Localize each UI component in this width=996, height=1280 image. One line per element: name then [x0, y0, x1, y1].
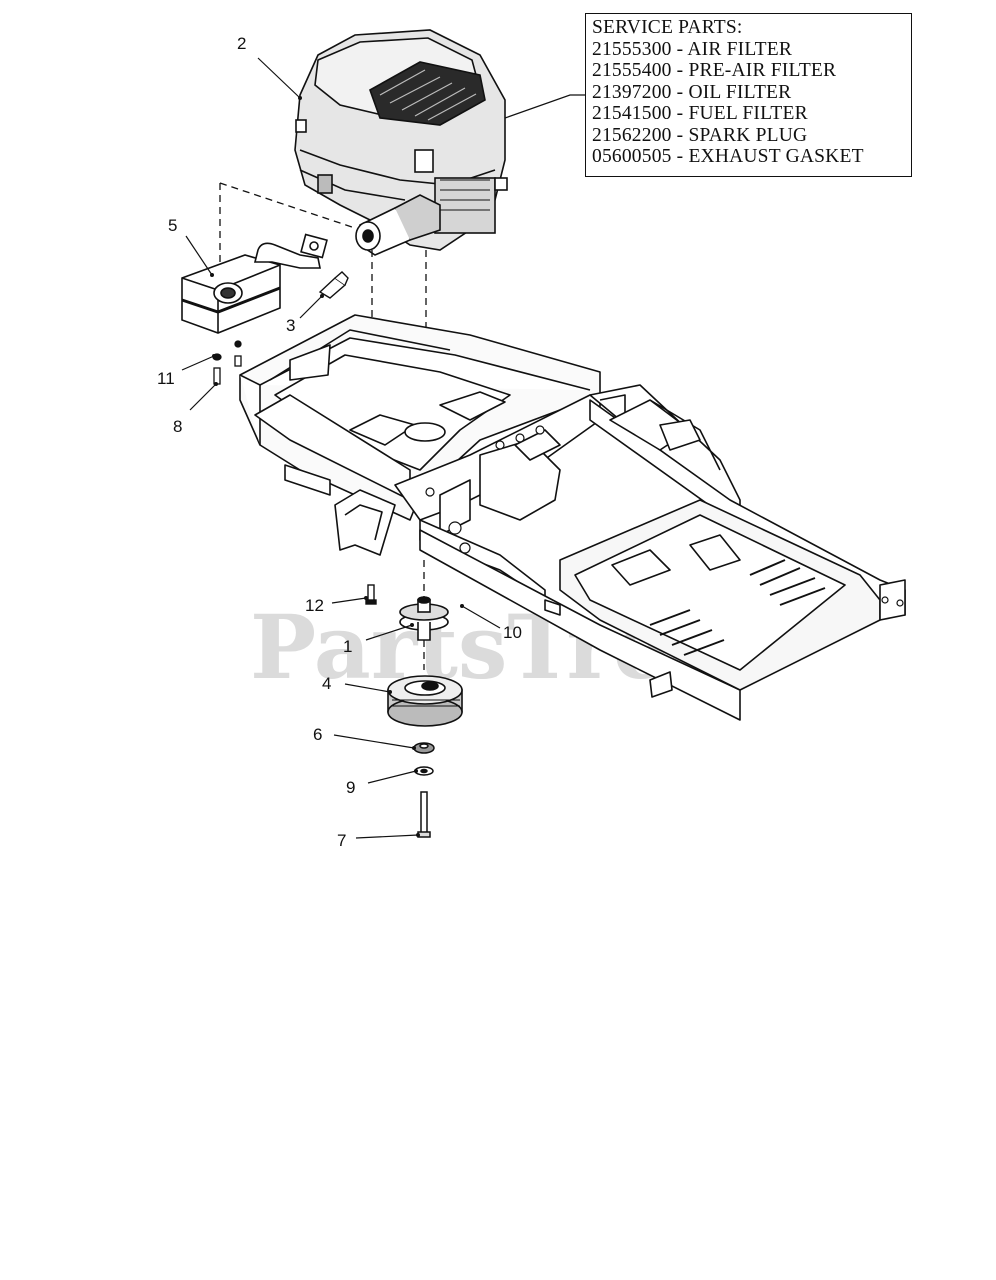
- washer-6: [413, 742, 435, 754]
- service-part-item: 21562200 - SPARK PLUG: [592, 124, 808, 146]
- callout-12: 12: [305, 596, 324, 615]
- oil-filter: [355, 194, 441, 256]
- pulley-1: [399, 596, 449, 641]
- callout-6: 6: [313, 725, 322, 744]
- callout-4: 4: [322, 674, 331, 693]
- hardware-small: [212, 340, 242, 385]
- callout-1: 1: [343, 637, 352, 656]
- clutch-4: [387, 675, 463, 727]
- mower-frame: [239, 314, 906, 721]
- callout-3: 3: [286, 316, 295, 335]
- engine-grille: [369, 61, 486, 126]
- service-part-item: 21397200 - OIL FILTER: [592, 81, 792, 103]
- bolt-7: [417, 791, 431, 838]
- part-3-spark-plug: [318, 271, 349, 299]
- service-part-item: 21555300 - AIR FILTER: [592, 38, 793, 60]
- engine: [294, 29, 508, 256]
- service-box-leader: [504, 94, 585, 119]
- callout-11: 11: [157, 369, 175, 388]
- service-parts-title: SERVICE PARTS:: [592, 17, 743, 38]
- service-part-item: 21555400 - PRE-AIR FILTER: [592, 60, 837, 81]
- callout-9: 9: [346, 778, 355, 797]
- service-parts-box: SERVICE PARTS: 21555300 - AIR FILTER 215…: [585, 13, 912, 177]
- muffler: [181, 233, 328, 334]
- callout-5: 5: [168, 216, 177, 235]
- service-part-item: 05600505 - EXHAUST GASKET: [592, 146, 864, 167]
- callout-leaders: [181, 57, 501, 839]
- callout-2: 2: [237, 34, 246, 53]
- callout-arrowheads: [210, 96, 464, 837]
- callout-7: 7: [337, 831, 346, 850]
- callout-8: 8: [173, 417, 182, 436]
- callout-10: 10: [503, 623, 522, 642]
- bolt-12: [365, 584, 377, 605]
- service-part-item: 21541500 - FUEL FILTER: [592, 103, 808, 124]
